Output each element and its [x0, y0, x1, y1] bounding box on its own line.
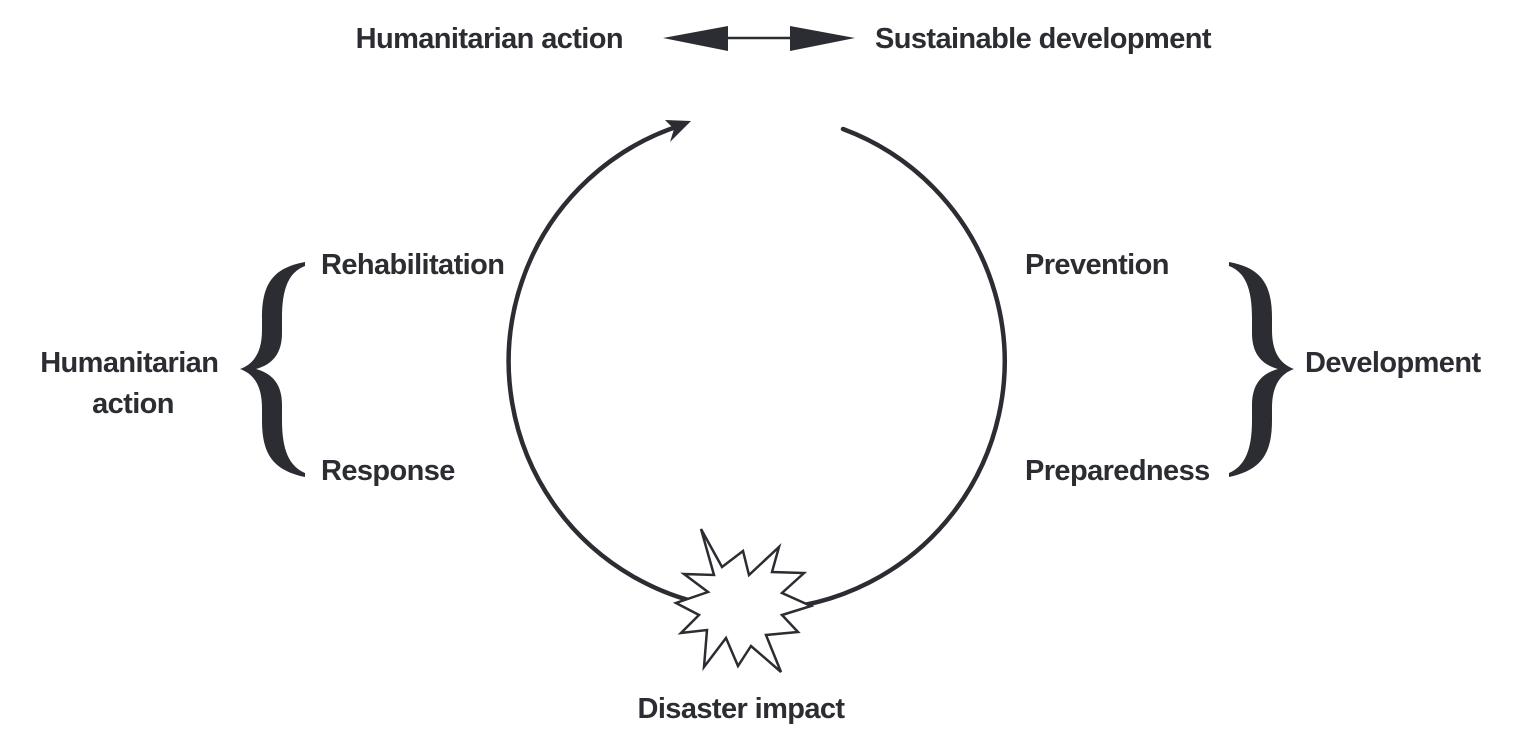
group-label-humanitarian-action: Humanitarian action — [40, 347, 226, 420]
phase-label-response: Response — [321, 455, 455, 487]
group-label-humanitarian-line1: Humanitarian — [40, 347, 218, 379]
double-headed-arrow-icon — [663, 26, 855, 51]
group-label-development: Development — [1305, 347, 1481, 379]
clockwise-cycle-arrow-icon — [506, 120, 1007, 612]
phase-label-prevention: Prevention — [1025, 249, 1169, 281]
disaster-impact-label: Disaster impact — [638, 693, 846, 725]
phase-label-preparedness: Preparedness — [1025, 455, 1210, 487]
phase-label-rehabilitation: Rehabilitation — [321, 249, 504, 281]
group-label-humanitarian-line2: action — [92, 388, 174, 420]
top-label-sustainable-development: Sustainable development — [875, 23, 1212, 55]
explosion-burst-icon — [672, 528, 815, 673]
top-label-humanitarian-action: Humanitarian action — [356, 23, 623, 55]
left-curly-brace-icon — [240, 262, 305, 477]
right-curly-brace-icon — [1229, 262, 1294, 477]
